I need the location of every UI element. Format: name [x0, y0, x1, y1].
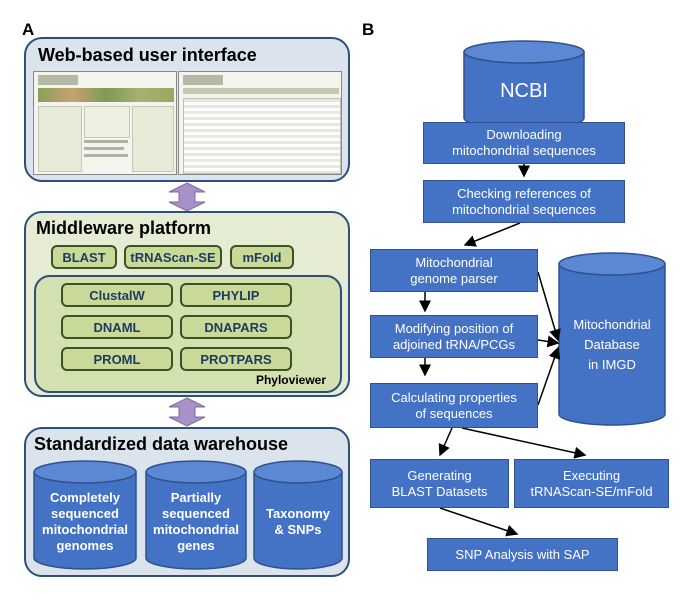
- double-arrow-middleware-warehouse: [168, 397, 206, 427]
- middleware-layer-title: Middleware platform: [36, 218, 212, 238]
- phylip-tool: PHYLIP: [180, 283, 292, 307]
- clustalw-tool: ClustalW: [61, 283, 173, 307]
- phyloviewer-label: Phyloviewer: [255, 373, 326, 387]
- step-blast-datasets: Generating BLAST Datasets: [370, 459, 509, 508]
- ncbi-cylinder: [463, 40, 585, 130]
- trnascan-tool: tRNAScan-SE: [124, 245, 222, 269]
- ncbi-label: NCBI: [500, 80, 548, 102]
- protpars-tool: PROTPARS: [180, 347, 292, 371]
- taxonomy-cylinder-label: Taxonomy & SNPs: [265, 506, 331, 537]
- step-trnascan-mfold: Executing tRNAScan-SE/mFold: [514, 459, 669, 508]
- database-label: Mitochondrial Database in IMGD: [573, 317, 651, 372]
- middleware-layer: Middleware platform BLAST tRNAScan-SE mF…: [24, 211, 350, 397]
- homepage-screenshot: [33, 71, 177, 175]
- taxonomy-cylinder: [253, 460, 343, 570]
- dnapars-tool: DNAPARS: [180, 315, 292, 339]
- genomes-cylinder: [33, 460, 137, 570]
- step-genome-parser: Mitochondrial genome parser: [370, 249, 538, 292]
- step-modify-position: Modifying position of adjoined tRNA/PCGs: [370, 315, 538, 358]
- proml-tool: PROML: [61, 347, 173, 371]
- blast-tool: BLAST: [51, 245, 117, 269]
- step-calculate-properties: Calculating properties of sequences: [370, 383, 538, 428]
- warehouse-layer-title: Standardized data warehouse: [34, 434, 289, 454]
- panel-b-label: B: [362, 20, 375, 39]
- genomes-cylinder-label: Completely sequenced mitochondrial genom…: [42, 490, 128, 553]
- results-screenshot: [178, 71, 342, 175]
- mfold-tool: mFold: [230, 245, 294, 269]
- web-ui-layer-title: Web-based user interface: [38, 45, 257, 65]
- database-cylinder: [558, 252, 666, 426]
- genes-cylinder-label: Partially sequenced mitochondrial genes: [153, 490, 239, 553]
- genes-cylinder: [145, 460, 247, 570]
- step-check-references: Checking references of mitochondrial seq…: [423, 180, 625, 223]
- warehouse-cylinders: [33, 460, 343, 570]
- phyloviewer-group: ClustalW PHYLIP DNAML DNAPARS PROML PROT…: [34, 275, 342, 393]
- step-snp-analysis: SNP Analysis with SAP: [427, 538, 618, 571]
- step-download: Downloading mitochondrial sequences: [423, 122, 625, 164]
- dnaml-tool: DNAML: [61, 315, 173, 339]
- panel-a-label: A: [22, 20, 35, 39]
- web-ui-layer: Web-based user interface: [24, 37, 350, 182]
